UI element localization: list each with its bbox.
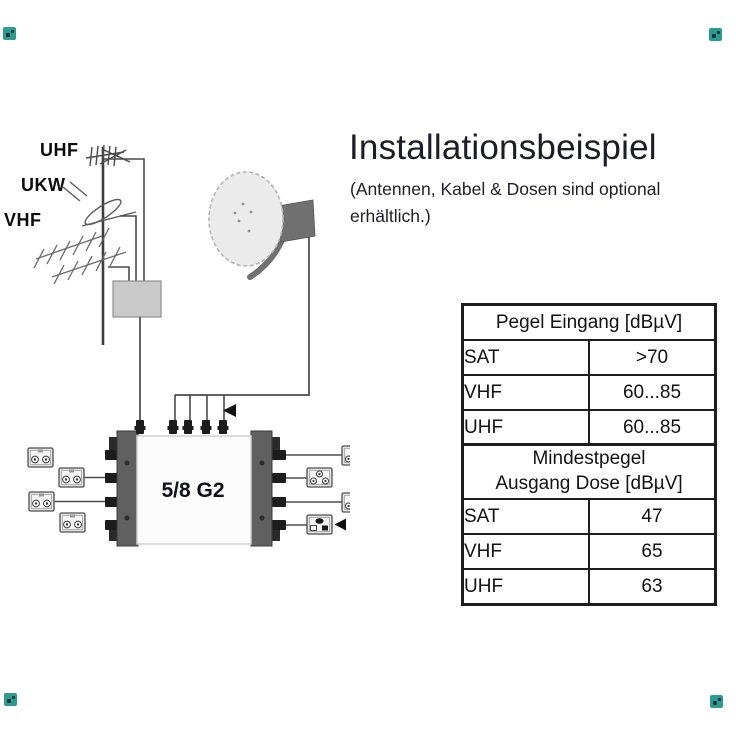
wall-outlet-2port: [27, 447, 54, 468]
wall-outlet-3port: [341, 445, 350, 466]
row-label: SAT: [461, 498, 590, 535]
table-row: SAT >70: [461, 339, 717, 376]
table-row: UHF 60...85: [461, 409, 717, 447]
ukw-antenna-icon: [62, 181, 137, 227]
page-subtitle: (Antennen, Kabel & Dosen sind optional e…: [350, 179, 661, 227]
wall-outlet-3port-highlighted: [306, 514, 333, 535]
page-title: Installationsbeispiel: [349, 128, 657, 167]
multiswitch: 5/8 G2: [105, 420, 286, 547]
ukw-cable: [120, 215, 137, 281]
corner-watermark-icon: [710, 695, 723, 708]
row-label: UHF: [461, 409, 590, 447]
row-label: VHF: [461, 374, 590, 411]
corner-watermark-icon: [709, 28, 722, 41]
row-value: 65: [588, 533, 717, 570]
table-row: UHF 63: [461, 568, 717, 606]
arrow-left-icon: [334, 518, 346, 531]
row-value: 60...85: [588, 374, 717, 411]
table-row: SAT 47: [461, 498, 717, 535]
installation-diagram: 5/8 G2: [27, 144, 350, 547]
table-header: Pegel Eingang [dBµV]: [461, 303, 717, 341]
table-row: VHF 65: [461, 533, 717, 570]
sat-cable: [175, 237, 310, 396]
table-row: VHF 60...85: [461, 374, 717, 411]
input-connectors: [134, 420, 229, 434]
table-header: Mindestpegel Ausgang Dose [dBµV]: [461, 443, 717, 500]
vhf-antenna-icon: [33, 227, 127, 285]
ukw-label: UKW: [21, 175, 66, 195]
uhf-label: UHF: [40, 140, 79, 160]
satellite-dish-icon: [208, 171, 316, 280]
corner-watermark-icon: [4, 693, 17, 706]
row-value: 60...85: [588, 409, 717, 447]
row-label: VHF: [461, 533, 590, 570]
row-label: UHF: [461, 568, 590, 606]
wall-outlet-2port: [58, 467, 85, 488]
amplifier-box: [112, 280, 162, 318]
multiswitch-label: 5/8 G2: [161, 479, 224, 502]
uhf-cable: [104, 158, 145, 281]
outlet-cables: [54, 454, 342, 526]
row-label: SAT: [461, 339, 590, 376]
wall-outlet-2port: [28, 491, 55, 512]
wall-outlet-3port: [341, 492, 350, 513]
arrow-left-icon: [223, 404, 236, 417]
sat-cable-drops: [174, 395, 225, 423]
uhf-antenna-icon: [85, 144, 131, 167]
row-value: 47: [588, 498, 717, 535]
output-level-table: Mindestpegel Ausgang Dose [dBµV] SAT 47 …: [461, 443, 717, 606]
row-value: >70: [588, 339, 717, 376]
wall-outlet-3port: [306, 467, 333, 488]
corner-watermark-icon: [3, 27, 16, 40]
row-value: 63: [588, 568, 717, 606]
input-level-table: Pegel Eingang [dBµV] SAT >70 VHF 60...85…: [461, 303, 717, 447]
vhf-label: VHF: [4, 210, 42, 230]
wall-outlet-2port: [59, 512, 86, 533]
vhf-cable: [108, 266, 130, 281]
